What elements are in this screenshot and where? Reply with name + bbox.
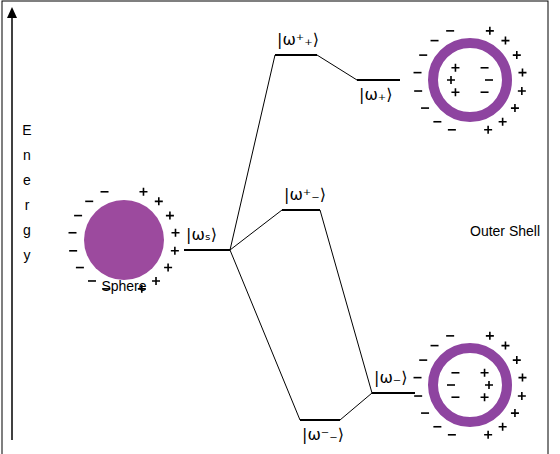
surface-charges <box>69 27 527 439</box>
plus-charge <box>511 104 519 112</box>
minus-charge <box>414 72 422 74</box>
minus-charge <box>414 90 422 92</box>
plus-charge <box>152 277 160 285</box>
state-label: |ωₛ⟩ <box>186 225 217 245</box>
minus-charge <box>485 79 493 81</box>
correlation-line <box>230 210 282 250</box>
plus-charge <box>166 212 174 220</box>
minus-charge <box>69 250 77 252</box>
minus-charge <box>446 30 454 32</box>
correlation-line <box>340 393 372 420</box>
plus-charge <box>501 37 509 45</box>
minus-charge <box>69 232 77 234</box>
minus-charge <box>414 395 422 397</box>
frame <box>2 1 548 454</box>
figure-label: Sphere <box>101 277 146 295</box>
minus-charge <box>448 129 456 131</box>
energy-level: |ωₛ⟩ <box>184 249 230 251</box>
plus-charge <box>451 88 459 96</box>
plus-charge <box>501 342 509 350</box>
figure-label: Outer Shell <box>470 222 540 240</box>
plus-charge <box>139 188 147 196</box>
plus-charge <box>499 423 507 431</box>
plus-charge <box>451 64 459 72</box>
minus-charge <box>421 412 429 414</box>
minus-charge <box>447 384 455 386</box>
plus-charge <box>511 409 519 417</box>
energy-level: |ω₋⟩ <box>372 392 415 394</box>
state-label: |ω⁻₋⟩ <box>302 425 344 445</box>
minus-charge <box>481 91 489 93</box>
plus-charge <box>155 197 163 205</box>
plus-charge <box>518 392 526 400</box>
minus-charge <box>85 201 93 203</box>
plus-charge <box>486 332 494 340</box>
minus-charge <box>481 67 489 69</box>
plus-charge <box>481 393 489 401</box>
minus-charge <box>421 107 429 109</box>
axis-arrowhead <box>7 7 17 18</box>
state-label: |ω₊⟩ <box>359 85 392 105</box>
nanoshell-upper <box>433 43 507 117</box>
plus-charge <box>484 126 492 134</box>
plus-charge <box>518 69 526 77</box>
plus-charge <box>171 247 179 255</box>
axis-label: Energy <box>22 118 32 268</box>
plus-charge <box>484 431 492 439</box>
minus-charge <box>419 359 427 361</box>
minus-charge <box>448 434 456 436</box>
correlation-line <box>230 250 300 420</box>
minus-charge <box>451 372 459 374</box>
energy-level: |ω₊⟩ <box>357 79 400 81</box>
minus-charge <box>446 335 454 337</box>
plus-charge <box>485 381 493 389</box>
plus-charge <box>518 87 526 95</box>
minus-charge <box>88 280 96 282</box>
plus-charge <box>513 51 521 59</box>
state-label: |ω₋⟩ <box>374 368 407 388</box>
minus-charge <box>431 40 439 42</box>
plus-charge <box>481 369 489 377</box>
energy-level: |ω⁻₋⟩ <box>300 419 340 421</box>
plus-charge <box>164 264 172 272</box>
minus-charge <box>414 377 422 379</box>
state-label: |ω⁺₋⟩ <box>284 185 326 205</box>
correlation-line <box>317 55 357 80</box>
energy-level: |ω⁺₊⟩ <box>275 54 317 56</box>
nanoshell-lower <box>433 348 507 422</box>
solid-sphere <box>84 200 164 280</box>
plus-charge <box>447 76 455 84</box>
state-label: |ω⁺₊⟩ <box>277 30 319 50</box>
plus-charge <box>513 356 521 364</box>
minus-charge <box>451 396 459 398</box>
minus-charge <box>101 191 109 193</box>
minus-charge <box>76 267 84 269</box>
minus-charge <box>419 54 427 56</box>
minus-charge <box>433 426 441 428</box>
energy-axis <box>11 16 13 440</box>
correlation-line <box>320 210 372 393</box>
minus-charge <box>74 215 82 217</box>
plus-charge <box>171 229 179 237</box>
minus-charge <box>431 345 439 347</box>
minus-charge <box>433 121 441 123</box>
plus-charge <box>486 27 494 35</box>
plus-charge <box>518 374 526 382</box>
plus-charge <box>499 118 507 126</box>
energy-level: |ω⁺₋⟩ <box>282 209 320 211</box>
